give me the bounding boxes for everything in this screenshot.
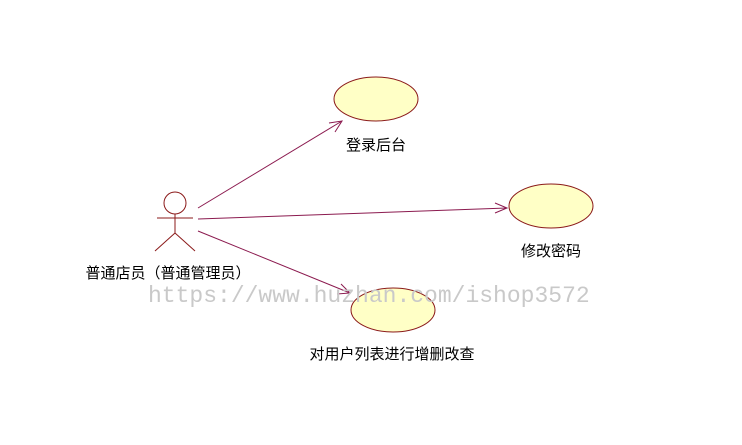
association-line-login [197,120,343,209]
association-arrow-login [197,120,344,209]
association-arrow-change-password [197,202,509,220]
arrowhead-login [328,120,344,133]
use-case-login-ellipse [333,76,419,122]
use-case-change-password-ellipse [508,183,594,229]
actor-figure [154,191,196,252]
use-case-user-crud-ellipse [350,287,436,333]
association-line-user-crud [197,230,351,294]
actor-label: 普通店员（普通管理员） [85,264,250,282]
association-line-change-password [197,207,508,220]
arrowhead-change-password [494,202,509,214]
use-case-change-password-label: 修改密码 [521,242,581,260]
actor-right-leg [174,232,196,252]
actor-left-leg [154,232,176,252]
use-case-login-label: 登录后台 [346,136,406,154]
use-case-user-crud-label: 对用户列表进行增删改查 [309,345,474,363]
watermark-text: https://www.huzhan.com/ishop3572 [148,283,590,309]
association-arrow-user-crud [197,230,352,295]
actor-head [163,191,187,215]
arrowhead-user-crud [336,283,352,295]
